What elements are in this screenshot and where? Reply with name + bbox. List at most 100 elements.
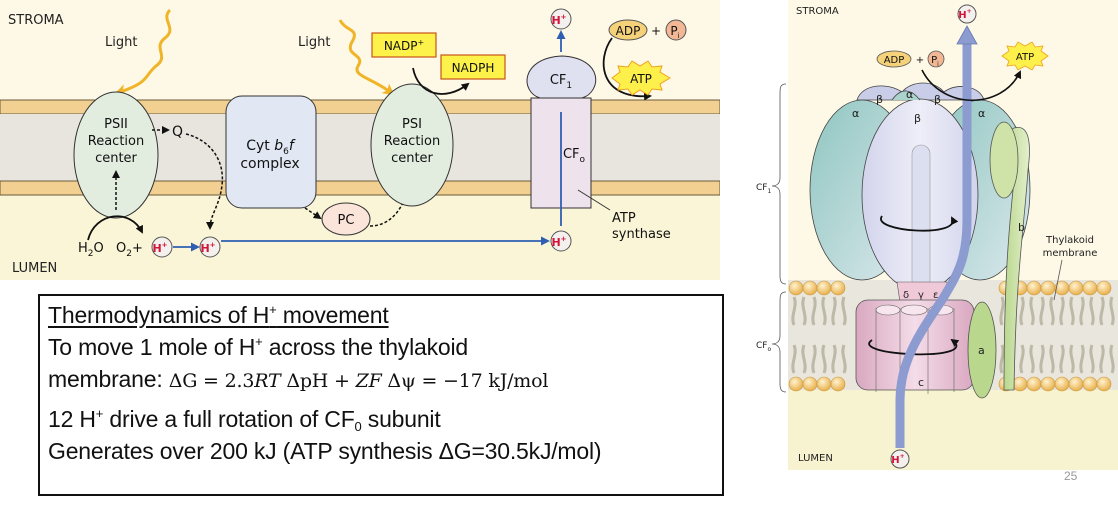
thermo-line-3: 12 H+ drive a full rotation of CF0 subun… [48, 406, 441, 434]
gibbs-equation: ΔG = 2.3RT ΔpH + ZF Δψ = −17 kJ/mol [168, 370, 549, 392]
plastoquinone-label: Q [172, 124, 183, 140]
adp-ellipse: ADP [876, 50, 912, 68]
adp-ellipse: ADP [608, 19, 648, 41]
svg-text:ATP: ATP [630, 72, 652, 86]
nadph-box: NADPH [440, 54, 506, 80]
proton-stroma: H+ [550, 8, 572, 30]
svg-text:membrane: membrane [1043, 248, 1098, 259]
lipid-head [1068, 376, 1084, 392]
svg-text:Reaction: Reaction [384, 134, 440, 149]
svg-text:ε: ε [933, 290, 938, 301]
svg-text:CFo: CFo [756, 341, 771, 353]
thermodynamics-text-box: Thermodynamics of H+ movement To move 1 … [38, 294, 724, 496]
lipid-head [830, 376, 846, 392]
light-label-psii: Light [105, 35, 137, 50]
lipid-head [1026, 376, 1042, 392]
atp-synthesis-arrow [921, 69, 1022, 101]
svg-text:CF1: CF1 [756, 183, 771, 195]
svg-text:β: β [876, 93, 883, 106]
svg-text:NADP+: NADP+ [384, 38, 424, 53]
cfo-bracket: CFo [756, 291, 787, 393]
proton-lumen-2: H+ [199, 236, 221, 258]
water-label: H2O [78, 241, 104, 259]
lipid-head [1054, 376, 1070, 392]
cf1-bracket: CF1 [756, 83, 787, 285]
atp-starburst: ATP [611, 60, 671, 96]
lumen-label: LUMEN [12, 261, 57, 276]
svg-text:+: + [651, 24, 661, 38]
atp-starburst: ATP [1001, 41, 1049, 71]
lipid-head [830, 280, 846, 296]
proton-lumen-3: H+ [550, 230, 572, 252]
lipid-bilayer-tails [791, 296, 1115, 374]
water-splitting-arrow [87, 215, 143, 241]
lipid-head [1082, 280, 1098, 296]
lipid-head [1096, 376, 1112, 392]
subunit-a[interactable]: a [967, 301, 997, 399]
thermo-line-1: To move 1 mole of H+ across the thylakoi… [48, 334, 468, 360]
svg-text:γ: γ [918, 290, 924, 301]
thermo-line-4: Generates over 200 kJ (ATP synthesis ΔG=… [48, 438, 602, 464]
lipid-head [788, 280, 804, 296]
svg-text:Reaction: Reaction [88, 134, 144, 149]
lipid-head [1026, 280, 1042, 296]
proton-lumen-1: H+ [151, 236, 173, 258]
svg-text:ADP: ADP [884, 55, 905, 66]
svg-text:PC: PC [338, 213, 355, 228]
svg-text:Pi: Pi [670, 24, 679, 40]
atp-synthesis-arrow [602, 37, 652, 101]
oxygen-label: O2+ [116, 241, 143, 259]
svg-text:c: c [918, 376, 924, 389]
svg-text:PSII: PSII [104, 117, 128, 132]
lipid-head [1012, 376, 1028, 392]
cytochrome-b6f-complex[interactable]: Cyt b6f complex [225, 95, 317, 209]
lipid-head [788, 376, 804, 392]
lipid-head [1082, 376, 1098, 392]
lipid-head [816, 280, 832, 296]
light-wave-icon [338, 19, 395, 96]
proton-lumen: H+ [890, 449, 910, 469]
svg-text:H+: H+ [958, 8, 971, 21]
svg-text:CFo: CFo [563, 147, 586, 165]
svg-text:H+: H+ [200, 241, 215, 255]
thermo-title: Thermodynamics of H+ movement [48, 302, 389, 328]
lipid-head [1096, 280, 1112, 296]
psii-reaction-center[interactable]: PSII Reaction center [73, 91, 159, 219]
svg-text:center: center [95, 151, 137, 166]
svg-text:Pi: Pi [931, 55, 939, 68]
proton-stroma: H+ [957, 4, 977, 24]
lumen-label: LUMEN [798, 453, 833, 464]
gamma-stalk [911, 144, 931, 296]
nadp-plus-box: NADP+ [371, 32, 437, 58]
lipid-head [802, 376, 818, 392]
atp-synthase-structure-diagram: STROMA LUMEN α β α β α β b δ γ ε [752, 0, 1118, 504]
svg-text:β: β [934, 93, 941, 106]
lipid-head [1068, 280, 1084, 296]
light-label-psi: Light [298, 35, 330, 50]
peripheral-stalk-b[interactable]: b [989, 121, 1030, 391]
svg-text:α: α [906, 88, 913, 101]
thylakoid-membrane-label: Thylakoid [1045, 235, 1094, 246]
psi-reaction-center[interactable]: PSI Reaction center [370, 83, 454, 207]
svg-text:PSI: PSI [402, 117, 422, 132]
svg-text:α: α [978, 107, 985, 120]
thermo-equation-line: membrane: ΔG = 2.3RT ΔpH + ZF Δψ = −17 k… [48, 366, 549, 392]
svg-text:center: center [391, 151, 433, 166]
svg-text:ADP: ADP [616, 24, 641, 38]
slide-page-number: 25 [1064, 469, 1078, 483]
rotation-arrow-cf1 [880, 215, 959, 232]
atp-synthase-label: ATP [612, 211, 636, 226]
phosphate-circle: Pi [665, 19, 687, 41]
lipid-head [1040, 280, 1056, 296]
lumen-region [788, 390, 1118, 470]
svg-text:synthase: synthase [612, 227, 671, 242]
lipid-head [1040, 376, 1056, 392]
svg-text:H+: H+ [891, 453, 904, 466]
proton-path-arrowhead [956, 25, 978, 45]
phosphate-circle: Pi [927, 50, 945, 68]
svg-text:H+: H+ [152, 241, 167, 255]
stroma-region [0, 0, 720, 100]
svg-text:+: + [916, 55, 924, 66]
plastocyanin[interactable]: PC [321, 202, 371, 236]
svg-text:complex: complex [240, 156, 299, 172]
